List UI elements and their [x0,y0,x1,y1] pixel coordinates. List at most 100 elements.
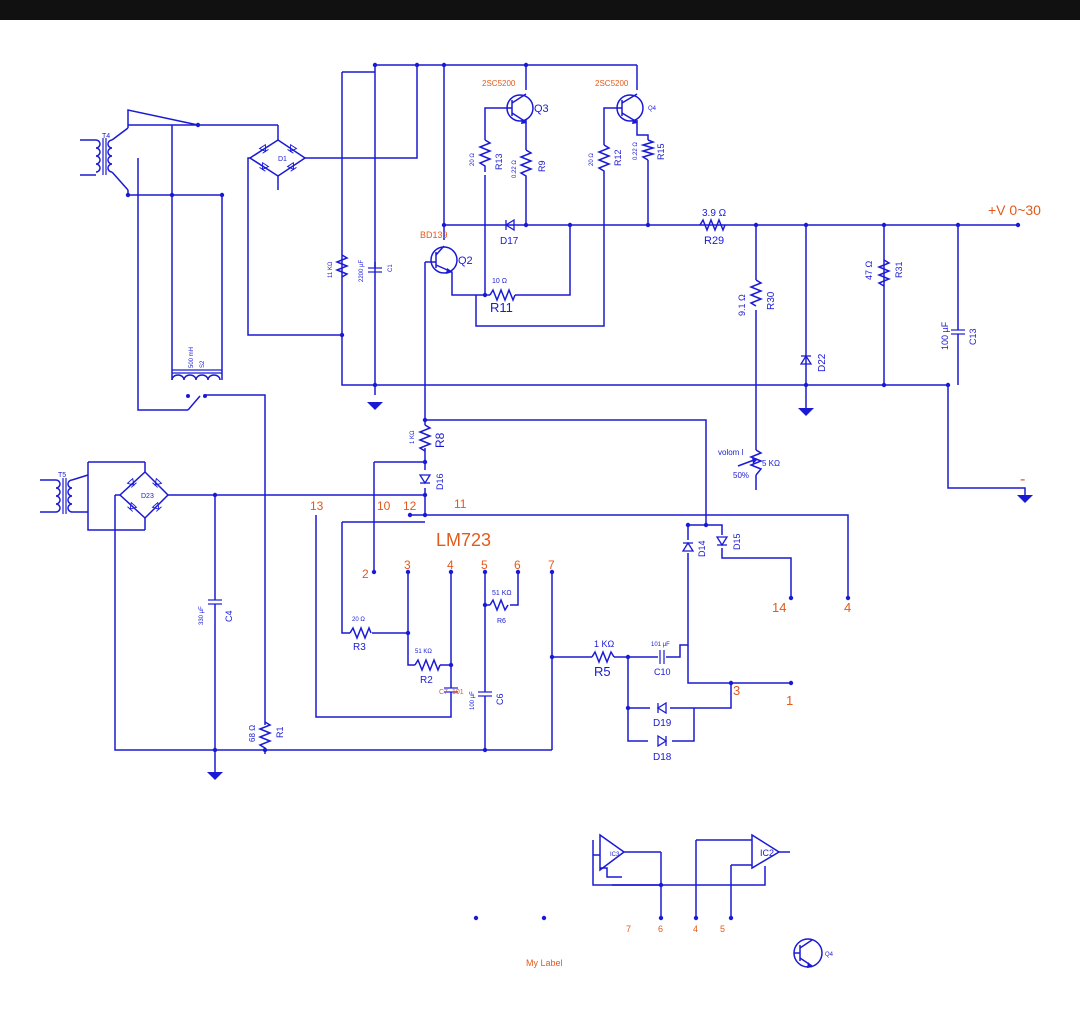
d14-label: D14 [697,540,707,557]
r11-label: R11 [490,300,513,315]
d16-label: D16 [435,473,445,490]
pin-12: 12 [403,499,417,513]
r13-value: 20 Ω [470,153,476,166]
r3-value: 20 Ω [352,617,365,623]
d15-label: D15 [732,533,742,550]
c10-label: C10 [654,667,671,677]
r1-value: 68 Ω [248,725,257,742]
q4-part: 2SC5200 [595,79,629,88]
r1-label: R1 [275,726,285,738]
r6-value: 51 KΩ [492,590,512,597]
ic-pin-5: 5 [720,924,725,934]
r3-label: R3 [353,642,366,653]
d23-label: D23 [141,493,154,500]
r11-value: 10 Ω [492,278,507,285]
q2-part: BD139 [420,230,448,240]
r13-label: R13 [494,153,504,170]
q4-label: Q4 [648,106,657,112]
pin-1: 1 [786,693,793,708]
r6-label: R6 [497,618,506,625]
pin-6: 6 [514,558,521,572]
c7-label: C7 [439,689,448,696]
c4-label: C4 [224,610,234,622]
c7-value: 101 [452,689,464,696]
bridge-rectifier-d1 [248,139,307,190]
transformer-t4 [80,127,129,191]
pin-13: 13 [310,499,324,513]
inductor-s2 [171,360,223,381]
transistor-q4 [616,93,644,124]
bridge-rectifier-d23 [115,462,170,530]
output-minus-label: - [1020,471,1025,488]
c1-label: C1 [388,264,394,272]
r29-value: 3.9 Ω [702,208,727,219]
resistor-11k [334,254,350,278]
op-amp-ic3 [599,833,626,872]
r30-label: R30 [766,291,777,310]
d17-label: D17 [500,236,519,247]
r5-value: 1 KΩ [594,639,615,649]
pin-2: 2 [362,567,369,581]
pin-14: 14 [772,600,786,615]
junction-dots [125,62,1021,921]
d18-label: D18 [653,752,672,763]
pin-3b: 3 [733,683,740,698]
switch [186,394,207,398]
r15-value: 0.22 Ω [633,142,639,160]
d1-label: D1 [278,156,287,163]
resistors [257,139,892,754]
ground-symbols [207,402,1033,780]
r15-label: R15 [656,143,666,160]
transformer-t5 [40,474,89,514]
r9-value: 0.22 Ω [512,160,518,178]
r9-label: R9 [537,160,547,172]
d22-label: D22 [817,353,828,372]
output-plus-label: +V 0~30 [988,202,1041,218]
op-amp-ic2 [751,833,781,870]
transistor-q2 [425,245,458,274]
ic-pin-7: 7 [626,924,631,934]
s2-label: S2 [200,360,206,368]
volume-label: volom l [718,448,744,457]
transistor-q4b [793,938,823,968]
wires [87,64,1026,918]
top-bar [0,0,1080,20]
r11k-value: 11 KΩ [328,261,334,278]
capacitor-c1 [368,262,382,273]
r30-value: 9.1 Ω [737,294,747,316]
c13-value: 100 µF [940,321,950,350]
r8-label: R8 [433,432,447,448]
labels: LM723 +V 0~30 - T4 T5 D1 D23 500 mH S2 1… [58,79,1041,968]
ic-pin-4: 4 [693,924,698,934]
c4-value: 330 µF [199,606,205,625]
pin-4: 4 [447,558,454,572]
r5-label: R5 [594,664,611,679]
q4b-label: Q4 [825,952,834,958]
r31-label: R31 [894,261,904,278]
pin-7: 7 [548,558,555,572]
c10-value: 101 µF [651,642,670,648]
r31-value: 47 Ω [864,260,874,280]
ic-pin-6: 6 [658,924,663,934]
pot-percent: 50% [733,471,749,480]
t4-label: T4 [102,133,110,140]
q3-label: Q3 [534,103,549,115]
pin-11: 11 [454,497,467,511]
r8-value: 1 KΩ [410,430,416,444]
c13-label: C13 [968,328,978,345]
pin-10: 10 [377,499,391,513]
c1-value: 2200 µF [359,260,365,282]
r29-label: R29 [704,235,724,247]
pin-3: 3 [404,558,411,572]
q3-part: 2SC5200 [482,79,516,88]
ic3-label: IC3 [610,852,620,858]
d19-label: D19 [653,718,672,729]
transistor-q3 [506,93,534,124]
pin-5: 5 [481,558,488,572]
c6-value: 100 µF [470,691,476,710]
t5-label: T5 [58,472,66,479]
r2-label: R2 [420,675,433,686]
r12-label: R12 [613,149,623,166]
my-label-text: My Label [526,958,563,968]
